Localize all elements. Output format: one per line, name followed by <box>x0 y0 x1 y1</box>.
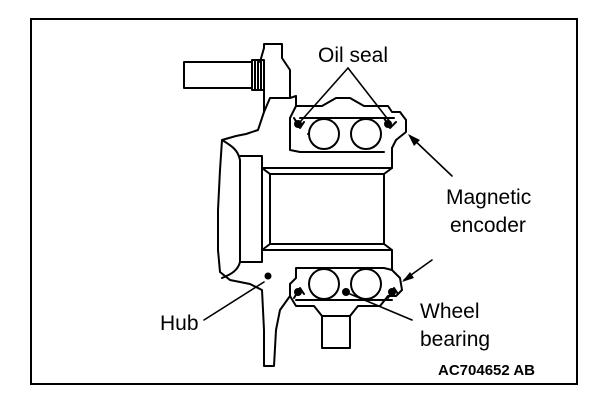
leader-wheel-bearing <box>349 293 413 321</box>
wheel-bearing-label-line2: bearing <box>420 328 491 351</box>
hub-flange <box>217 43 291 367</box>
wheel-bearing-label-line1: Wheel <box>420 300 480 323</box>
lower-bearing-balls <box>264 268 399 300</box>
magnetic-encoder-label-line1: Magnetic <box>446 186 532 209</box>
figure-code: AC704652 AB <box>438 362 535 379</box>
hub-barrel <box>239 147 393 271</box>
arrow-heads <box>402 134 420 282</box>
magnetic-encoder-label-line2: encoder <box>450 214 526 237</box>
leader-oil-seal-left <box>299 67 349 123</box>
lower-bearing-housing <box>289 267 403 349</box>
wheel-stud <box>183 59 265 91</box>
arrow-encoder-lower <box>402 272 414 282</box>
upper-bearing-balls <box>293 117 397 150</box>
hub-label: Hub <box>160 312 199 335</box>
upper-bearing-housing <box>289 95 407 153</box>
arrow-encoder-upper <box>408 134 420 146</box>
leader-oil-seal-right <box>347 67 391 123</box>
figure-frame <box>30 18 578 385</box>
leader-hub <box>203 281 265 321</box>
oil-seal-label: Oil seal <box>318 44 389 67</box>
